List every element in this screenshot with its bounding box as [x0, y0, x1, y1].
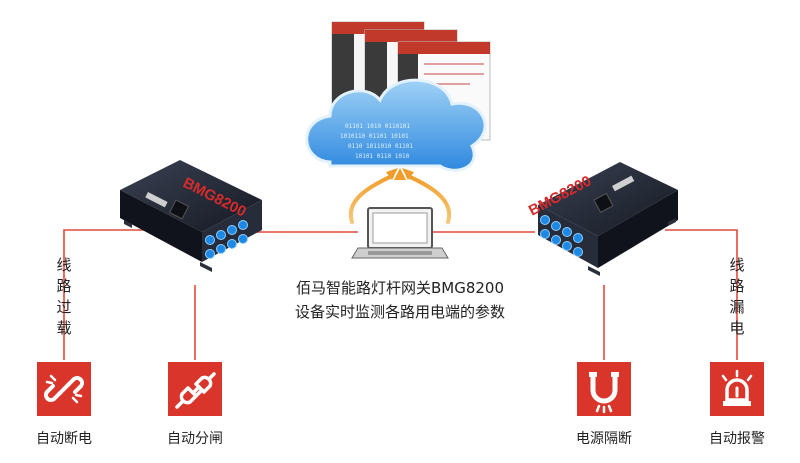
plug-icon	[168, 362, 222, 416]
svg-text:01101 1010 0110101: 01101 1010 0110101	[345, 123, 410, 130]
left-line-overload	[63, 229, 178, 360]
function-label-auto-alarm: 自动报警	[709, 431, 765, 447]
svg-text:10101 0110 1010: 10101 0110 1010	[355, 153, 410, 160]
svg-text:1010110 01101 10101: 1010110 01101 10101	[340, 133, 409, 140]
magnet-icon	[577, 362, 631, 416]
port-array-left	[205, 220, 248, 259]
alarm-light-icon	[710, 362, 764, 416]
function-label-auto-trip: 自动分闸	[167, 431, 223, 447]
cloud-icon: 01101 1010 0110101 1010110 01101 10101 0…	[305, 78, 487, 172]
gateway-device-left: BMG8200	[120, 160, 262, 272]
connection-lines	[63, 229, 738, 360]
right-side-label: 线路漏电	[729, 256, 745, 337]
gateway-device-right: BMG8200	[526, 162, 678, 276]
function-label-power-isolation: 电源隔断	[576, 431, 632, 447]
svg-text:0110 1011010 01101: 0110 1011010 01101	[348, 143, 413, 150]
function-label-power-off: 自动断电	[36, 431, 92, 447]
port-array-right	[540, 215, 583, 257]
upload-arrows	[348, 174, 452, 224]
diagram-caption: 佰马智能路灯杆网关BMG8200 设备实时监测各路用电端的参数	[255, 276, 545, 324]
caption-line-1: 佰马智能路灯杆网关BMG8200	[295, 279, 505, 297]
left-side-label: 线路过载	[56, 256, 72, 337]
laptop-icon	[351, 207, 449, 259]
caption-line-2: 设备实时监测各路用电端的参数	[294, 303, 505, 321]
broken-link-icon	[37, 362, 91, 416]
right-line-leakage	[665, 229, 738, 360]
arrow-heads	[386, 168, 414, 180]
